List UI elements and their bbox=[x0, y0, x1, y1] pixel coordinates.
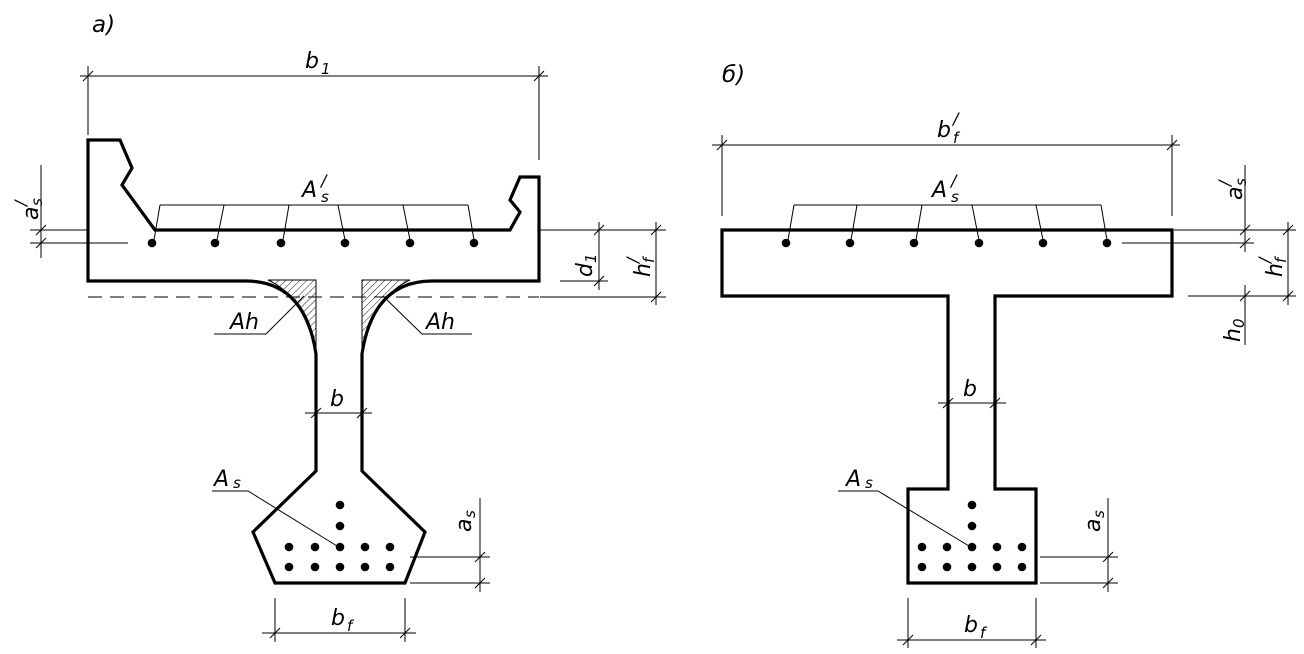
dim-hf-prime-b-mark: / bbox=[1255, 256, 1274, 265]
haunch-right-hatch bbox=[361, 279, 411, 355]
dim-as-prime-a-label: as bbox=[19, 198, 46, 220]
figure-b-title: б) bbox=[722, 62, 745, 88]
dim-h0-b bbox=[1239, 285, 1251, 345]
dim-as-b bbox=[1040, 498, 1118, 592]
dim-as-prime-a-mark: / bbox=[11, 199, 30, 208]
dim-bf-prime-b bbox=[712, 135, 1180, 216]
figure-a-title: а) bbox=[92, 12, 115, 38]
section-a-outline bbox=[86, 138, 541, 585]
dim-hf-prime-b-label: hf bbox=[1263, 255, 1290, 277]
dim-as-a-label: as bbox=[452, 510, 479, 532]
dim-hf-prime-a bbox=[540, 222, 666, 305]
dim-b-a-label: b bbox=[330, 387, 344, 412]
dim-as-a bbox=[410, 498, 490, 592]
as-prime-b-mark: / bbox=[949, 171, 958, 190]
dim-b-b bbox=[938, 397, 1006, 409]
dim-as-prime-a bbox=[30, 165, 128, 258]
haunch-left-hatch bbox=[267, 279, 317, 355]
ah-left-leader bbox=[214, 295, 305, 335]
dim-as-prime-b-mark: / bbox=[1215, 179, 1234, 188]
label-ah-left: Ah bbox=[228, 310, 259, 335]
as-leader-a bbox=[212, 490, 338, 547]
dim-as-b-label: as bbox=[1081, 510, 1108, 532]
dim-as-prime-b bbox=[1122, 165, 1254, 252]
ah-right-leader bbox=[382, 295, 472, 335]
dim-bf-a bbox=[262, 598, 416, 642]
dim-b-b-label: b bbox=[963, 377, 977, 402]
dim-h0-b-label: h0 bbox=[1221, 318, 1248, 342]
dim-as-prime-b-label: as bbox=[1223, 178, 1250, 200]
as-prime-leader-a bbox=[153, 204, 475, 241]
dim-b1 bbox=[80, 66, 548, 160]
label-ah-right: Ah bbox=[424, 310, 455, 335]
dim-hf-prime-a-label: hf bbox=[631, 255, 658, 277]
top-reinforcement-a bbox=[147, 238, 479, 248]
section-b-outline bbox=[720, 228, 1174, 585]
as-leader-b bbox=[838, 490, 970, 547]
top-reinforcement-b bbox=[781, 238, 1112, 248]
bottom-reinforcement-a bbox=[284, 500, 395, 572]
bottom-reinforcement-b bbox=[917, 500, 1027, 572]
dim-d1-label: d1 bbox=[573, 253, 600, 277]
dim-bf-prime-b-mark: / bbox=[951, 109, 960, 128]
as-prime-a-mark: / bbox=[319, 171, 328, 190]
as-prime-leader-b bbox=[787, 204, 1108, 241]
dim-bf-b bbox=[897, 598, 1046, 648]
dim-hf-prime-b bbox=[1174, 222, 1296, 305]
dim-b-a bbox=[305, 407, 372, 419]
dim-hf-prime-a-mark: / bbox=[623, 256, 642, 265]
